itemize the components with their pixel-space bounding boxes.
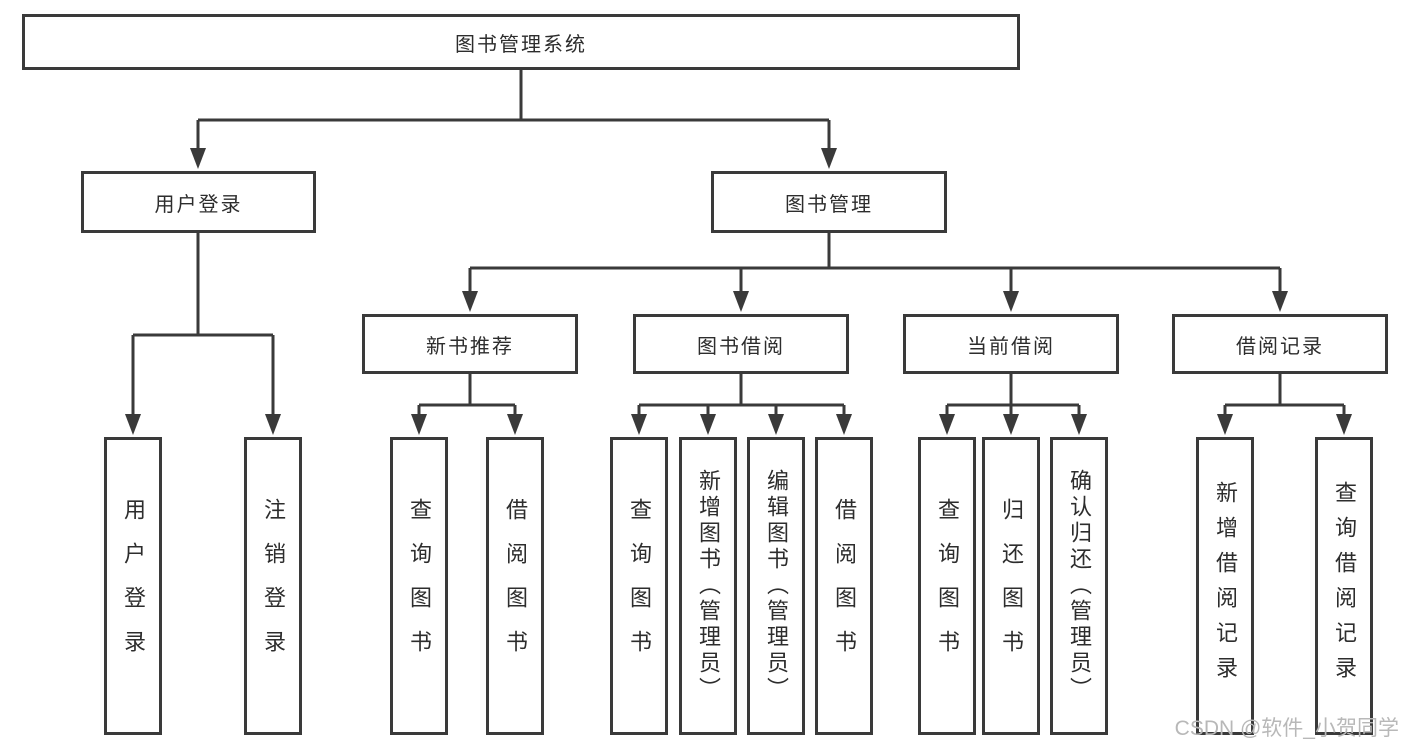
connector-book-management-to-level3 (468, 233, 1282, 294)
node-book-management: 图书管理 (711, 171, 947, 233)
node-new-book-recommend: 新书推荐 (362, 314, 578, 374)
leaf-query-books-current: 查询图书 (918, 437, 976, 735)
leaf-logout: 注销登录 (244, 437, 302, 735)
node-library-management-system: 图书管理系统 (22, 14, 1020, 70)
leaf-add-borrow-record: 新增借阅记录 (1196, 437, 1254, 735)
leaf-confirm-return-admin: 确认归还（管理员） (1050, 437, 1108, 735)
leaf-edit-books-admin: 编辑图书（管理员） (747, 437, 805, 735)
csdn-watermark: CSDN @软件_小贺同学 (1174, 717, 1399, 740)
leaf-add-books-admin: 新增图书（管理员） (679, 437, 737, 735)
leaf-query-books-borrowing: 查询图书 (610, 437, 668, 735)
leaf-borrow-books: 借阅图书 (815, 437, 873, 735)
connector-user-login-to-leaves (131, 233, 275, 417)
connector-root-to-level2 (196, 70, 831, 151)
connector-borrow-records-to-leaves (1223, 374, 1346, 417)
node-book-borrowing: 图书借阅 (633, 314, 849, 374)
connector-book-borrow-to-leaves (637, 374, 846, 417)
connector-new-book-to-leaves (417, 374, 517, 417)
node-user-login: 用户登录 (81, 171, 316, 233)
leaf-borrow-books-recommend: 借阅图书 (486, 437, 544, 735)
leaf-query-borrow-record: 查询借阅记录 (1315, 437, 1373, 735)
leaf-return-books: 归还图书 (982, 437, 1040, 735)
leaf-user-login: 用户登录 (104, 437, 162, 735)
node-current-borrowing: 当前借阅 (903, 314, 1119, 374)
connector-current-borrow-to-leaves (945, 374, 1081, 417)
leaf-query-books-recommend: 查询图书 (390, 437, 448, 735)
node-borrowing-records: 借阅记录 (1172, 314, 1388, 374)
